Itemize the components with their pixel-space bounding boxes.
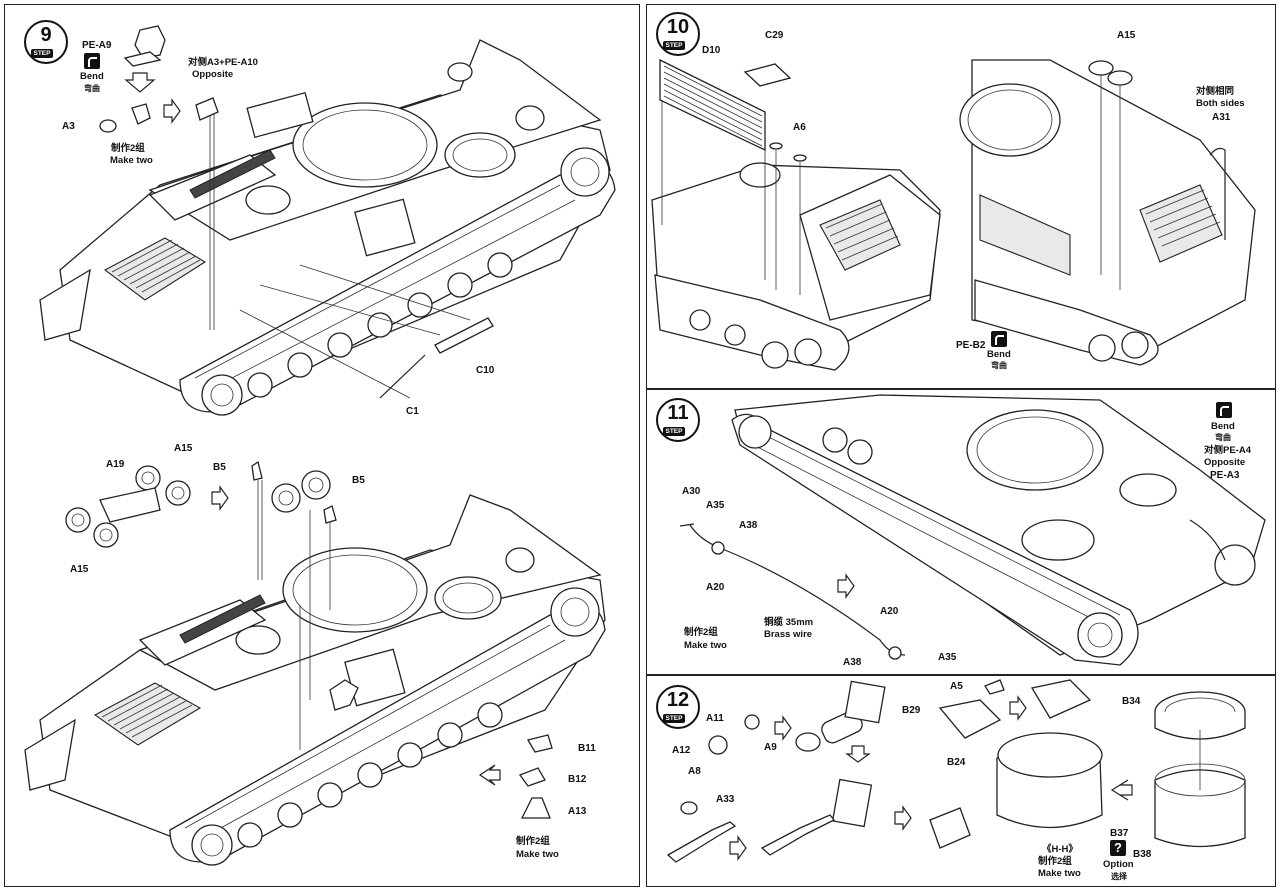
parts-step9-top xyxy=(99,25,494,399)
wire-label-cn: 铜缆 35mm xyxy=(764,617,814,628)
part-label-a15-top: A15 xyxy=(174,443,193,454)
part-label-b24: B24 xyxy=(947,757,966,768)
part-label-b34: B34 xyxy=(1122,696,1141,707)
bend-icon xyxy=(991,331,1007,347)
step-9-badge: 9 STEP xyxy=(24,20,68,64)
bend-icon xyxy=(84,53,100,69)
step10-left-view xyxy=(651,58,941,371)
step-12-badge: 12 STEP xyxy=(656,685,700,729)
part-label-b29: B29 xyxy=(902,705,921,716)
part-label-a15-bottom: A15 xyxy=(70,564,89,575)
opposite-label-en: Opposite xyxy=(192,69,234,80)
step-label: STEP xyxy=(663,714,685,723)
bend-label-cn: 弯曲 xyxy=(84,84,100,93)
part-label-b37: B37 xyxy=(1110,828,1129,839)
part-label-c1: C1 xyxy=(406,406,419,417)
wire-label-en: Brass wire xyxy=(764,629,813,640)
part-label-a15: A15 xyxy=(1117,30,1136,41)
both-sides-en: Both sides xyxy=(1196,98,1245,109)
step12-view xyxy=(666,679,1246,863)
step-number: 10 xyxy=(666,16,690,38)
part-label-a12: A12 xyxy=(672,745,691,756)
step-label: STEP xyxy=(663,41,685,50)
part-label-a38-bottom: A38 xyxy=(843,657,862,668)
bend-label-cn: 弯曲 xyxy=(991,361,1007,370)
guide-lines-top xyxy=(209,105,471,399)
part-label-b5-left: B5 xyxy=(213,462,226,473)
make-two-cn: 制作2组 xyxy=(111,143,145,154)
part-label-a31: A31 xyxy=(1212,112,1231,123)
make-two-en: Make two xyxy=(684,640,727,651)
step-number: 12 xyxy=(666,689,690,711)
part-label-a20-left: A20 xyxy=(706,582,725,593)
part-label-b11: B11 xyxy=(578,743,596,754)
bend-label-en: Bend xyxy=(80,71,104,82)
step-11-badge: 11 STEP xyxy=(656,398,700,442)
part-label-a5: A5 xyxy=(950,681,963,692)
part-label-a3: A3 xyxy=(62,121,75,132)
tank-hull-bottom xyxy=(24,494,606,866)
make-two-cn: 制作2组 xyxy=(1038,856,1072,867)
make-two-cn-2: 制作2组 xyxy=(516,836,550,847)
part-label-b5-right: B5 xyxy=(352,475,365,486)
part-label-c10: C10 xyxy=(476,365,495,376)
part-label-a11: A11 xyxy=(706,713,724,724)
part-label-a38-top: A38 xyxy=(739,520,758,531)
bend-label-en: Bend xyxy=(1211,421,1235,432)
part-label-pe-a3: PE-A3 xyxy=(1210,470,1240,481)
part-label-pe-b2: PE-B2 xyxy=(956,340,986,351)
bend-icon xyxy=(1216,402,1232,418)
step-label: STEP xyxy=(663,427,685,436)
bend-label-cn: 弯曲 xyxy=(1215,433,1231,442)
part-label-a33: A33 xyxy=(716,794,735,805)
make-two-cn: 制作2组 xyxy=(684,627,718,638)
step-number: 11 xyxy=(667,402,689,424)
hh-label: 《H-H》 xyxy=(1042,844,1078,855)
option-label-cn: 选择 xyxy=(1111,872,1127,881)
both-sides-cn: 对侧相同 xyxy=(1196,86,1235,97)
tank-hull-top xyxy=(39,39,616,416)
guide-lines-bottom xyxy=(257,480,331,750)
part-label-pe-a9: PE-A9 xyxy=(82,40,112,51)
make-two-en-2: Make two xyxy=(516,849,559,860)
step-label: STEP xyxy=(31,49,53,58)
part-label-a30: A30 xyxy=(682,486,701,497)
parts-step9-bottom xyxy=(65,460,553,819)
part-label-a35-top: A35 xyxy=(706,500,725,511)
part-label-a19: A19 xyxy=(106,459,125,470)
part-label-b12: B12 xyxy=(568,774,587,785)
make-two-en: Make two xyxy=(110,155,153,166)
part-label-c29: C29 xyxy=(765,30,784,41)
opposite-label-cn: 对侧A3+PE-A10 xyxy=(188,57,258,68)
part-label-d10: D10 xyxy=(702,45,721,56)
part-label-a8: A8 xyxy=(688,766,701,777)
opposite-label-en: Opposite xyxy=(1204,457,1246,468)
bend-label-en: Bend xyxy=(987,349,1011,360)
part-label-a13: A13 xyxy=(568,806,587,817)
make-two-en: Make two xyxy=(1038,868,1081,879)
part-label-b38: B38 xyxy=(1133,849,1152,860)
option-icon: ? xyxy=(1110,840,1126,856)
step-10-badge: 10 STEP xyxy=(656,12,700,56)
step11-view xyxy=(679,394,1266,666)
part-label-a6: A6 xyxy=(793,122,806,133)
part-label-a20-right: A20 xyxy=(880,606,899,617)
part-label-a9: A9 xyxy=(764,742,777,753)
opposite-label-cn: 对侧PE-A4 xyxy=(1204,445,1251,456)
step-number: 9 xyxy=(40,24,52,46)
step10-right-view xyxy=(959,59,1256,366)
part-label-a35-bottom: A35 xyxy=(938,652,957,663)
option-label-en: Option xyxy=(1103,859,1134,870)
